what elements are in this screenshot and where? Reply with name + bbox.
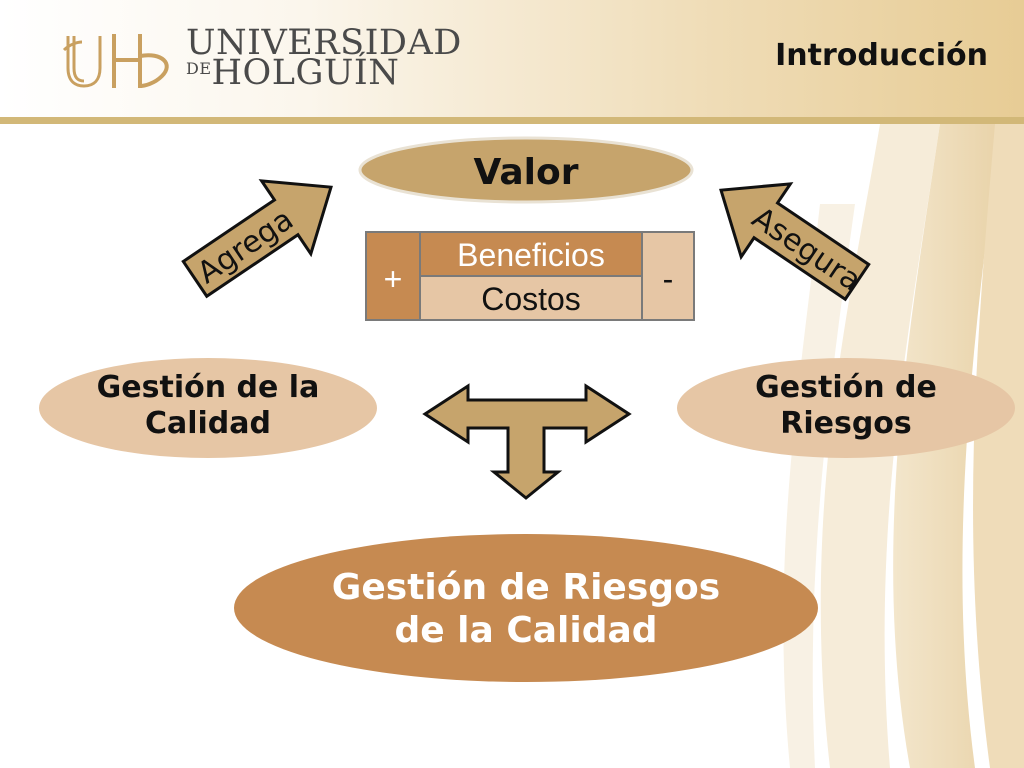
agrega-arrow: Agrega [181,179,333,299]
section-title: Introducción [775,38,988,73]
university-name-line1: UNIVERSIDAD [186,23,462,63]
uh-logo-icon [62,34,169,88]
header-band [0,0,1024,118]
costos-label: Costos [481,281,581,317]
gestion-riesgos-calidad-label: Gestión de Riesgos de la Calidad [331,567,721,652]
triple-arrow [422,383,632,500]
plus-cell [365,231,421,321]
minus-cell [641,231,695,321]
gestion-riesgos-label: Gestión de Riesgos [755,370,937,441]
valor-ellipse [358,136,694,204]
university-name-line2: DEHOLGUÍN [186,56,399,91]
beneficios-cell [419,231,643,277]
header-rule [0,117,1024,124]
gestion-riesgos-calidad-ellipse [234,534,818,682]
asegura-arrow: Asegura [719,182,871,302]
gestion-riesgos-ellipse [677,358,1015,458]
minus-label: - [663,261,674,297]
costos-cell [419,275,643,321]
university-name-prefix: DE [186,59,212,78]
valor-label: Valor [473,152,578,193]
beneficios-label: Beneficios [457,237,605,273]
plus-label: + [384,261,403,297]
university-name-city: HOLGUÍN [211,53,400,93]
gestion-calidad-label: Gestión de la Calidad [96,370,320,441]
gestion-calidad-ellipse [39,358,377,458]
